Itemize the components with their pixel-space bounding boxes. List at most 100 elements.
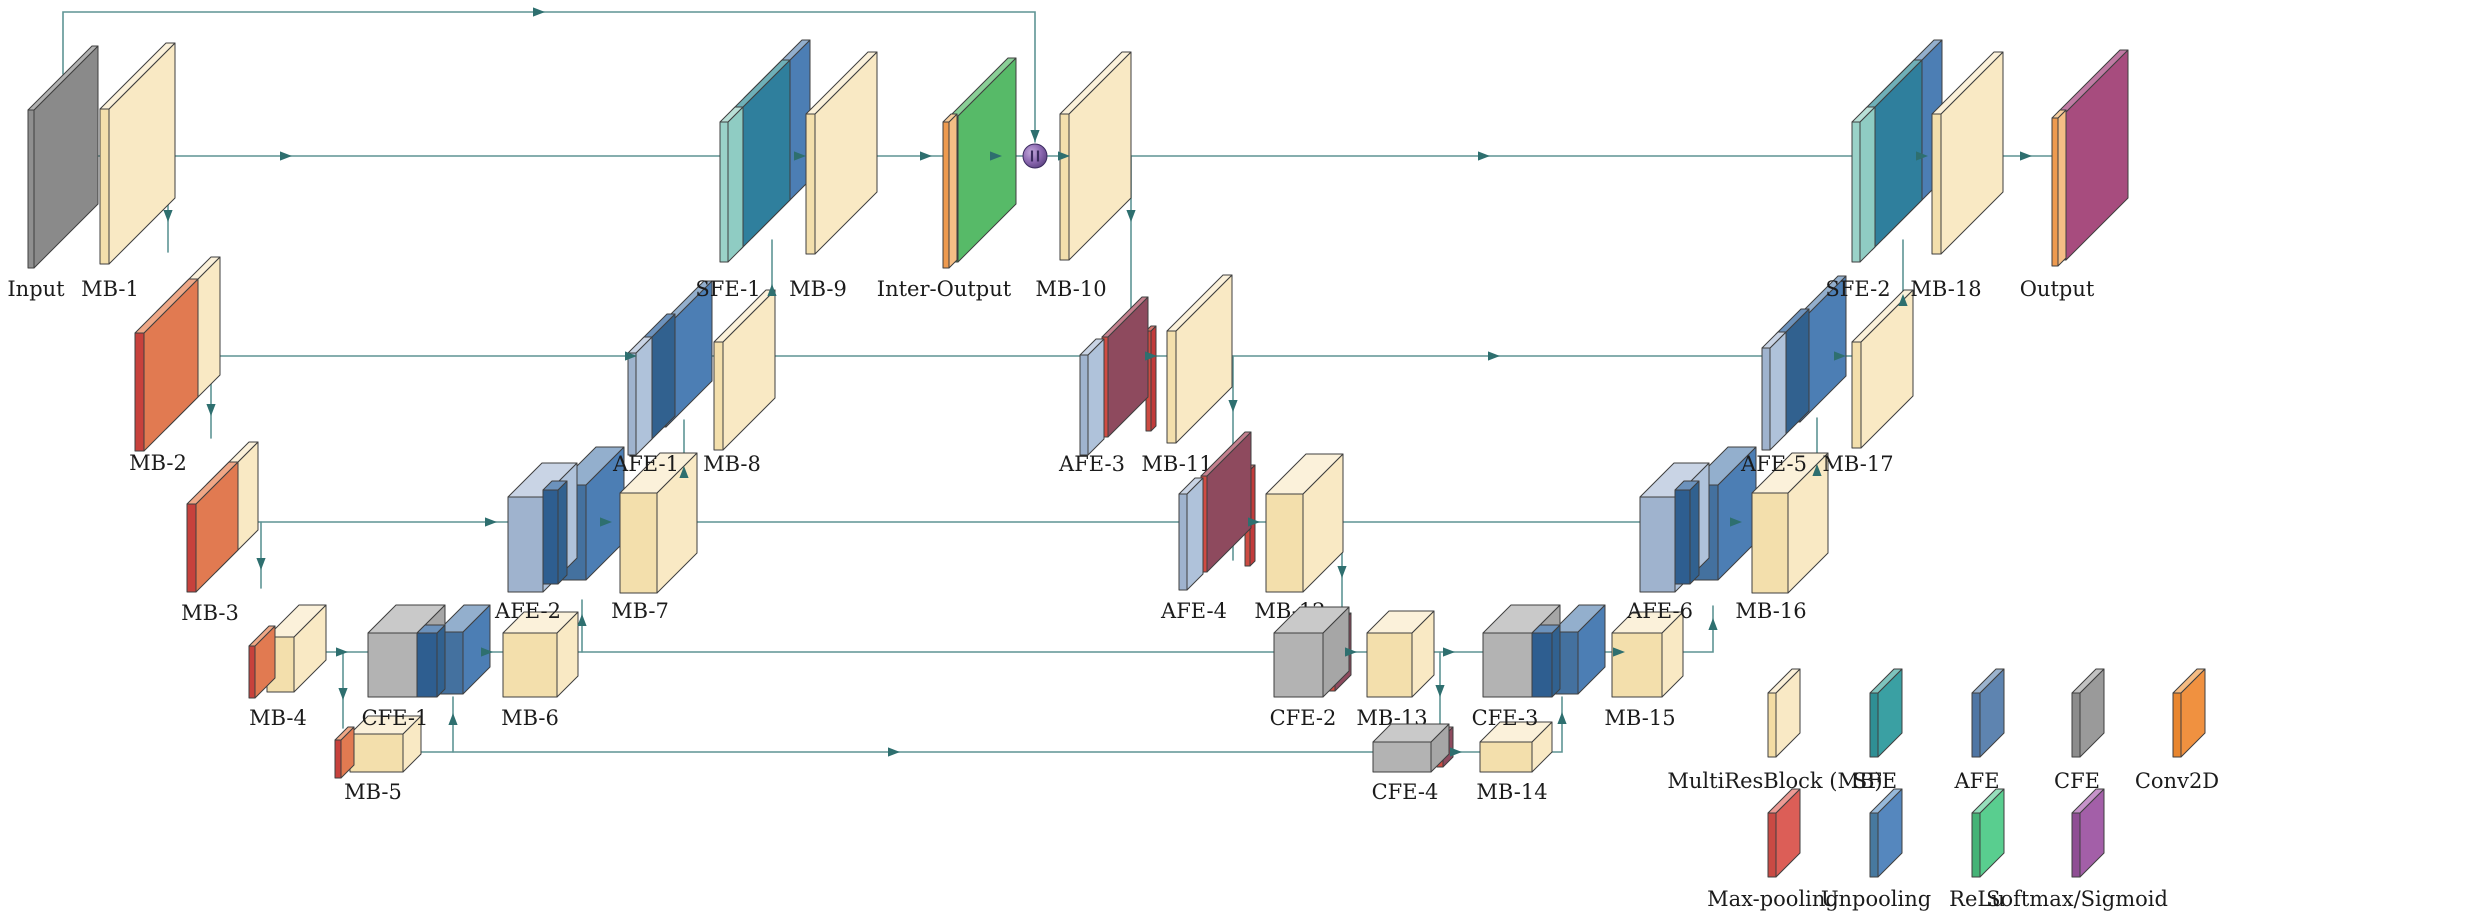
- block-cfe-4: CFE-4: [1372, 723, 1454, 804]
- box-side-face: [635, 336, 653, 456]
- arrowhead-right-icon: [485, 517, 497, 527]
- box-front-face: [619, 492, 658, 594]
- arrowhead-right-icon: [1730, 517, 1742, 527]
- box-side-face: [1769, 331, 1787, 451]
- legend-label: Max-pooling: [1707, 887, 1839, 911]
- box-front-face: [1869, 692, 1879, 758]
- box-front-face: [2172, 692, 2182, 758]
- box-front-face: [502, 632, 558, 698]
- arrowhead-right-icon: [1488, 351, 1500, 361]
- box-front-face: [805, 113, 816, 255]
- block-mb-7: MB-7: [611, 452, 698, 623]
- edge-level-3: [227, 417, 1818, 523]
- block-label: AFE-6: [1626, 599, 1693, 623]
- legend-item-softmax: Softmax/Sigmoid: [1986, 788, 2168, 911]
- block-cfe-1: CFE-1: [362, 604, 491, 730]
- legend-item-unpooling: Unpooling: [1821, 788, 1931, 911]
- arrowhead-right-icon: [1248, 517, 1260, 527]
- box-side-face: [739, 59, 791, 251]
- arrowhead-right-icon: [600, 517, 612, 527]
- arrowhead-up-icon: [1557, 712, 1567, 724]
- arrowhead-down-icon: [206, 404, 216, 416]
- block-afe-1: AFE-1: [612, 280, 713, 476]
- arrowhead-right-icon: [1916, 151, 1928, 161]
- block-sfe-1: SFE-1: [695, 39, 811, 301]
- concat-node: [1022, 143, 1048, 169]
- block-mb-16: MB-16: [1735, 452, 1829, 623]
- legend-label: ReLu: [1949, 887, 2005, 911]
- box-front-face: [1639, 496, 1676, 593]
- block-label: MB-18: [1910, 277, 1981, 301]
- arrowhead-up-icon: [1812, 464, 1822, 476]
- box-side-face: [1689, 480, 1700, 585]
- block-afe-3: AFE-3: [1058, 296, 1157, 476]
- box-side-face: [727, 106, 744, 263]
- block-label: MB-8: [703, 452, 761, 476]
- block-label: SFE-1: [695, 277, 760, 301]
- box-side-face: [1186, 477, 1204, 591]
- block-input: Input: [7, 45, 99, 301]
- block-label: AFE-3: [1058, 452, 1125, 476]
- box-front-face: [1372, 741, 1432, 773]
- box-front-face: [1265, 493, 1304, 593]
- arrowhead-down-icon: [338, 688, 348, 700]
- block-mb-10: MB-10: [1035, 51, 1132, 301]
- block-label: AFE-5: [1740, 452, 1807, 476]
- legend-item-multiresblock: MultiResBlock (MB): [1667, 668, 1883, 793]
- arrowhead-up-icon: [577, 614, 587, 626]
- box-front-face: [713, 341, 724, 451]
- block-label: Output: [2020, 277, 2095, 301]
- block-mb-4: MB-4: [248, 604, 327, 730]
- block-label: MB-2: [129, 451, 187, 475]
- block-label: CFE-1: [362, 706, 429, 730]
- block-mb-12: MB-12: [1254, 453, 1344, 623]
- arrowhead-right-icon: [794, 151, 806, 161]
- block-mb-8: MB-8: [703, 289, 776, 476]
- box-side-face: [1551, 624, 1561, 698]
- box-front-face: [1479, 741, 1533, 773]
- legend-item-afe: AFE: [1953, 668, 2005, 793]
- block-label: MB-4: [249, 706, 307, 730]
- arrowhead-up-icon: [679, 466, 689, 478]
- block-label: AFE-4: [1160, 599, 1227, 623]
- arrowhead-up-icon: [767, 284, 777, 296]
- block-label: MB-17: [1822, 452, 1893, 476]
- box-side-face: [948, 113, 958, 269]
- box-side-face: [1087, 338, 1105, 456]
- block-mb-3: MB-3: [181, 441, 259, 625]
- arrowhead-down-icon: [1126, 210, 1136, 222]
- box-front-face: [186, 503, 197, 593]
- arrowhead-right-icon: [990, 151, 1002, 161]
- legend-label: Unpooling: [1821, 887, 1931, 911]
- block-afe-2: AFE-2: [494, 446, 625, 623]
- arrowhead-right-icon: [1443, 647, 1455, 657]
- arrowhead-down-icon: [163, 210, 173, 222]
- box-front-face: [1851, 121, 1861, 263]
- box-front-face: [1971, 812, 1981, 878]
- legend-label: SFE: [1853, 769, 1897, 793]
- block-mb-14: MB-14: [1476, 721, 1553, 804]
- block-mb-1: MB-1: [81, 42, 176, 301]
- arrowhead-up-icon: [1708, 618, 1718, 630]
- block-label: MB-14: [1476, 780, 1547, 804]
- box-front-face: [2071, 812, 2081, 878]
- box-front-face: [248, 645, 256, 699]
- block-inter-output: Inter-Output: [877, 57, 1017, 301]
- box-front-face: [1531, 632, 1553, 698]
- arrowhead-right-icon: [1345, 647, 1357, 657]
- box-front-face: [1166, 330, 1177, 444]
- box-front-face: [349, 733, 404, 773]
- block-label: MB-1: [81, 277, 139, 301]
- box-front-face: [416, 632, 438, 698]
- box-front-face: [2051, 117, 2059, 267]
- block-label: MB-3: [181, 601, 239, 625]
- box-side-face: [436, 624, 446, 698]
- arrowhead-up-icon: [1898, 294, 1908, 306]
- block-afe-5: AFE-5: [1740, 275, 1847, 476]
- arrowheads: [163, 7, 2032, 757]
- box-front-face: [134, 332, 145, 452]
- box-front-face: [1482, 632, 1533, 698]
- arrowhead-up-icon: [448, 713, 458, 725]
- box-front-face: [27, 109, 35, 269]
